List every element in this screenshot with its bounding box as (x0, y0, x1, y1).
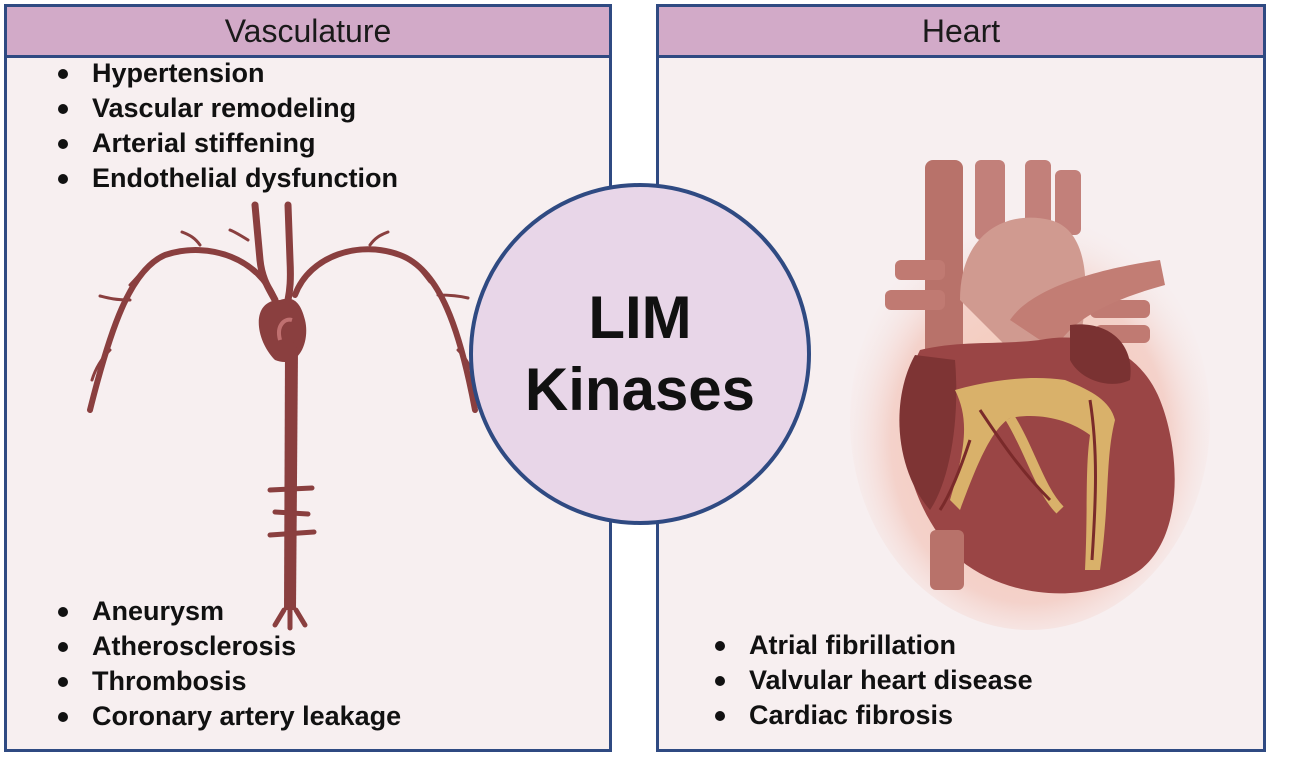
vasculature-bottom-list: Aneurysm Atherosclerosis Thrombosis Coro… (58, 594, 401, 734)
lim-kinases-circle: LIM Kinases (469, 183, 811, 525)
center-label-line2: Kinases (524, 356, 756, 423)
list-item: Atrial fibrillation (715, 628, 1033, 663)
list-item: Hypertension (58, 56, 398, 91)
list-item: Cardiac fibrosis (715, 698, 1033, 733)
heart-icon (850, 160, 1210, 630)
list-item: Endothelial dysfunction (58, 161, 398, 196)
vasculature-top-list: Hypertension Vascular remodeling Arteria… (58, 56, 398, 196)
aorta-vessel-icon (87, 201, 478, 631)
list-item: Valvular heart disease (715, 663, 1033, 698)
vasculature-header: Vasculature (7, 7, 609, 58)
heart-list: Atrial fibrillation Valvular heart disea… (715, 628, 1033, 733)
list-item: Aneurysm (58, 594, 401, 629)
center-label-line1: LIM (588, 284, 692, 351)
list-item: Vascular remodeling (58, 91, 398, 126)
list-item: Thrombosis (58, 664, 401, 699)
list-item: Atherosclerosis (58, 629, 401, 664)
list-item: Arterial stiffening (58, 126, 398, 161)
heart-header: Heart (659, 7, 1263, 58)
list-item: Coronary artery leakage (58, 699, 401, 734)
